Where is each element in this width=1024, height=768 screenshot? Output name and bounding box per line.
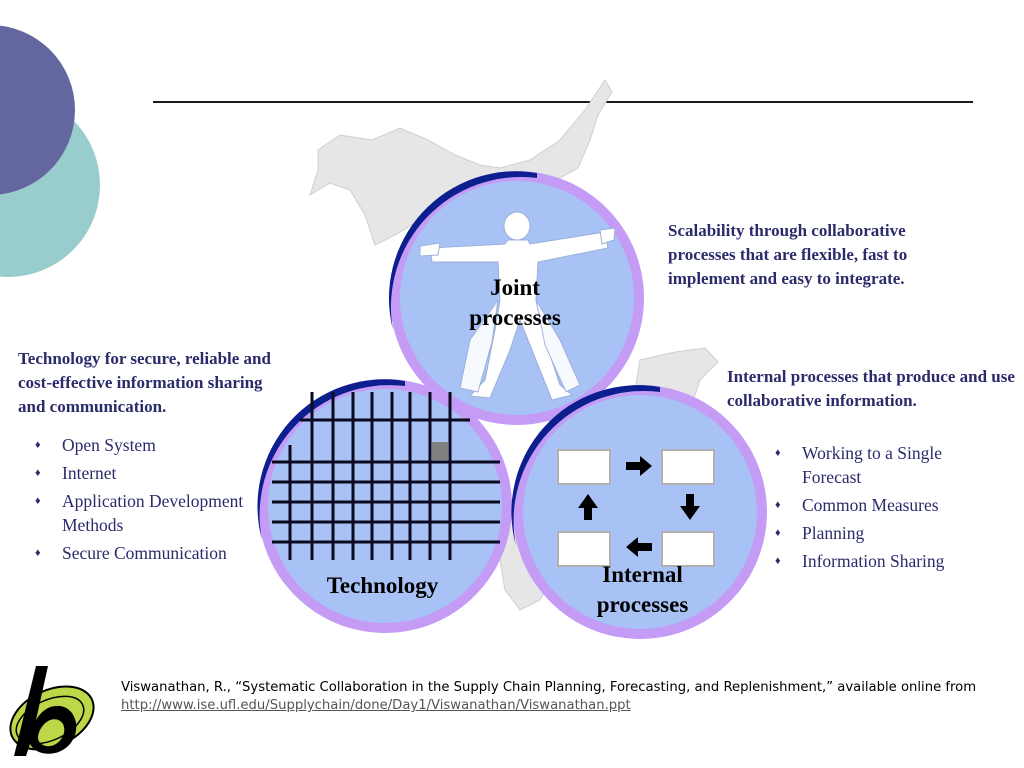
- diamond-bullet-icon: ♦: [775, 527, 781, 539]
- diamond-bullet-icon: ♦: [35, 467, 41, 479]
- citation-text: Viswanathan, R., “Systematic Collaborati…: [121, 680, 977, 695]
- citation: Viswanathan, R., “Systematic Collaborati…: [121, 679, 1001, 715]
- arrow-up-icon: [578, 494, 598, 520]
- joint-circle-dark-ring: [388, 171, 537, 330]
- process-box: [661, 449, 715, 485]
- arrow-left-icon: [626, 537, 652, 557]
- diamond-bullet-icon: ♦: [35, 547, 41, 559]
- list-item: ♦Common Measures: [775, 495, 939, 515]
- diamond-bullet-icon: ♦: [775, 499, 781, 511]
- diamond-bullet-icon: ♦: [775, 447, 781, 459]
- decorative-corner-circles: [0, 25, 100, 277]
- diamond-bullet-icon: ♦: [35, 439, 41, 451]
- grid-highlight-cell: [432, 442, 448, 460]
- list-item: ♦Open System: [35, 435, 156, 455]
- list-item: ♦Application Development Methods: [35, 491, 244, 535]
- list-item: ♦Planning: [775, 523, 865, 543]
- list-item: ♦Internet: [35, 463, 117, 483]
- list-item: ♦Working to a Single Forecast: [775, 443, 943, 487]
- internal-label-line-2: processes: [596, 592, 689, 617]
- joint-processes-circle: [388, 171, 644, 425]
- internal-circle-dark-ring: [511, 385, 660, 546]
- technology-heading: Technology for secure, reliable and cost…: [18, 349, 271, 416]
- diamond-bullet-icon: ♦: [775, 555, 781, 567]
- process-flow-icon: [557, 449, 715, 567]
- scalability-description: Scalability through collaborative proces…: [668, 221, 908, 288]
- arrow-down-icon: [680, 494, 700, 520]
- technology-circle: [257, 379, 512, 633]
- joint-label-line-1: Joint: [490, 275, 540, 300]
- internal-processes-label: Internal processes: [565, 560, 720, 620]
- list-item: ♦Secure Communication: [35, 543, 227, 563]
- internal-processes-heading: Internal processes that produce and use …: [727, 367, 1015, 410]
- technology-bullet-list: ♦Open System ♦Internet ♦Application Deve…: [18, 433, 278, 569]
- b-logo-icon: [9, 666, 95, 756]
- arrow-right-icon: [626, 456, 652, 476]
- human-figure-icon: [419, 211, 616, 401]
- citation-link[interactable]: http://www.ise.ufl.edu/Supplychain/done/…: [121, 698, 631, 713]
- internal-processes-bullet-list: ♦Working to a Single Forecast ♦Common Me…: [758, 441, 998, 577]
- diamond-bullet-icon: ♦: [35, 495, 41, 507]
- grid-icon: [272, 392, 500, 560]
- joint-processes-label: Joint processes: [440, 273, 590, 333]
- title-rule: [153, 101, 973, 103]
- internal-processes-circle: [511, 385, 767, 639]
- technology-circle-dark-ring: [257, 379, 405, 540]
- process-box: [557, 531, 611, 567]
- process-box: [557, 449, 611, 485]
- joint-label-line-2: processes: [469, 305, 561, 330]
- list-item: ♦Information Sharing: [775, 551, 945, 571]
- internal-label-line-1: Internal: [602, 562, 683, 587]
- purple-circle: [0, 25, 75, 195]
- process-box: [661, 531, 715, 567]
- collaboration-diagram: [257, 79, 767, 639]
- technology-label: Technology: [326, 573, 439, 598]
